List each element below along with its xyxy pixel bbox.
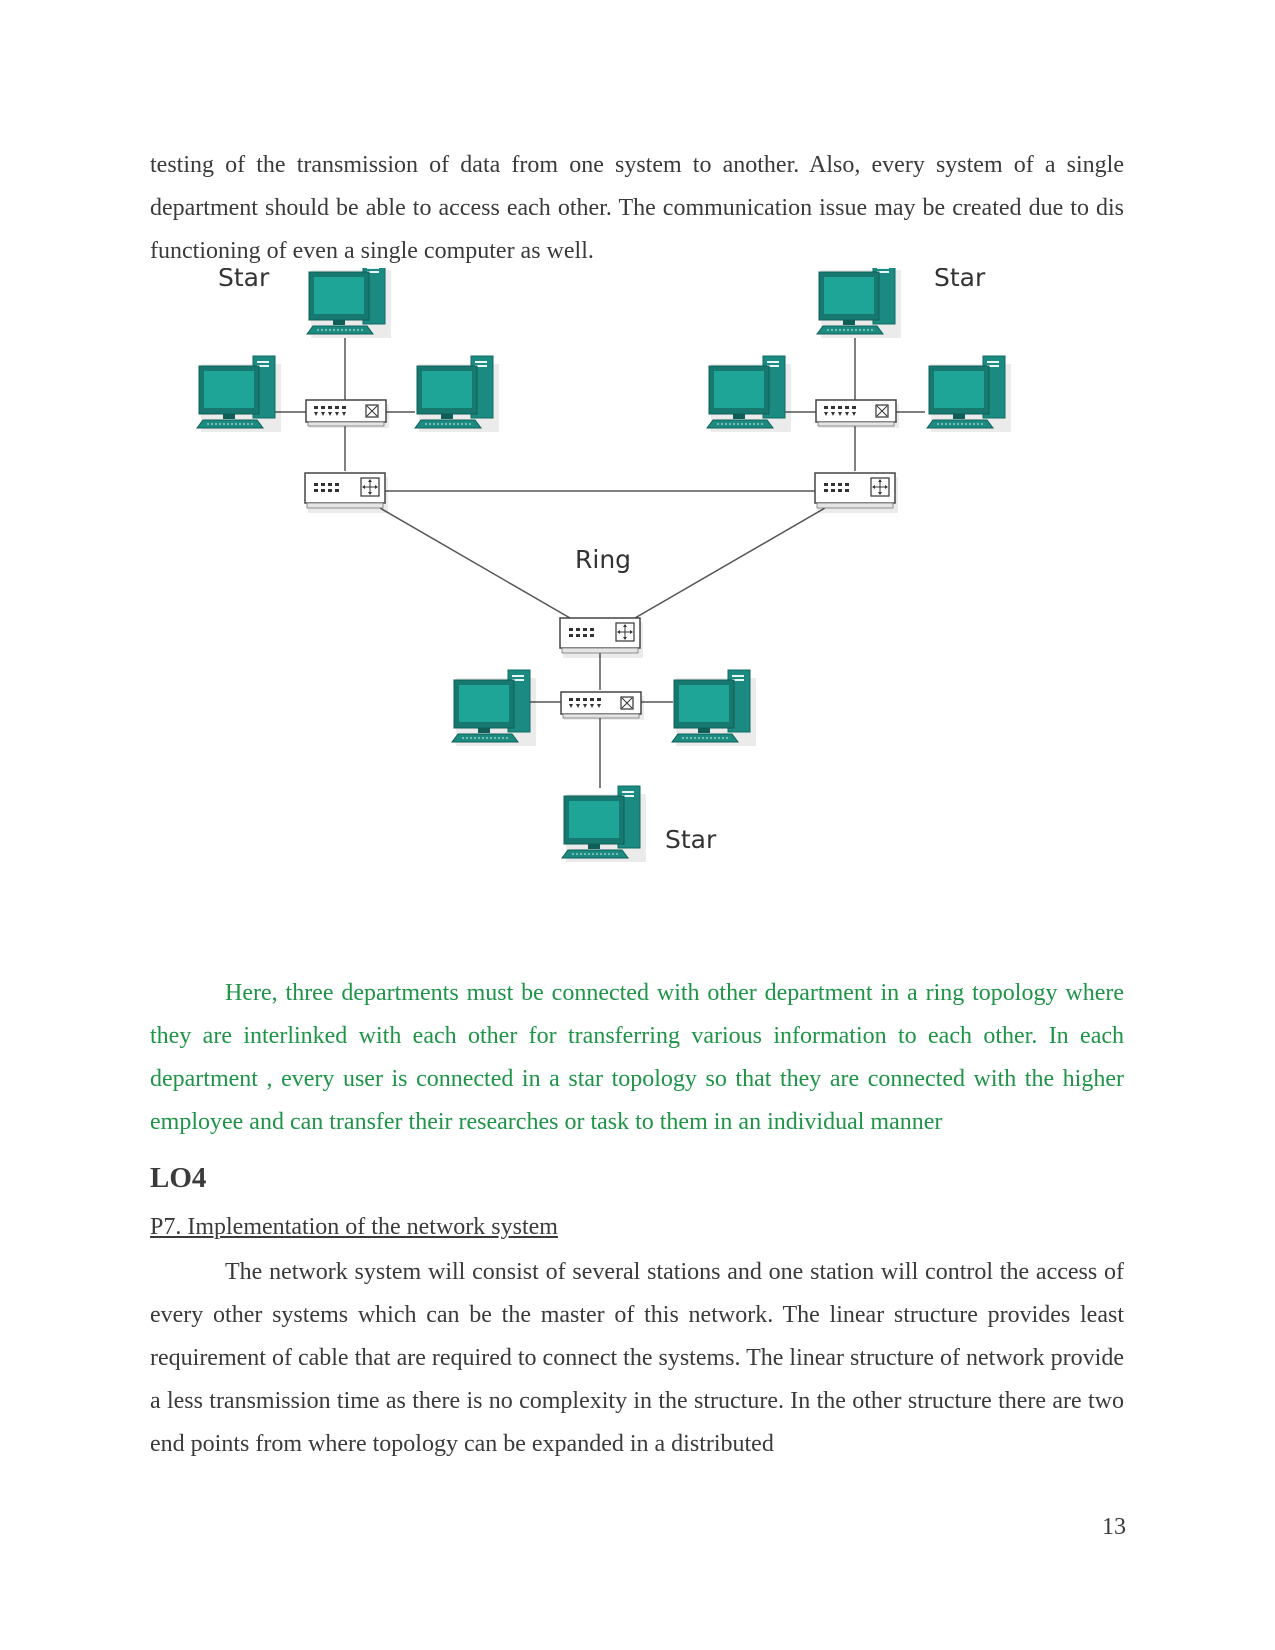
switch-icon (560, 691, 645, 721)
computer-icon (926, 355, 1012, 433)
computer-icon (706, 355, 792, 433)
computer-icon (414, 355, 500, 433)
label-star-right: Star (934, 268, 986, 292)
paragraph-green: Here, three departments must be connecte… (150, 980, 1124, 1135)
label-ring: Ring (575, 545, 631, 574)
label-star-bottom: Star (665, 825, 717, 854)
computer-icon (451, 669, 537, 747)
computer-icon (561, 785, 647, 863)
switch-icon (305, 399, 390, 429)
network-topology-diagram: Star Star Ring Star (195, 268, 1075, 918)
computer-icon (306, 268, 392, 339)
hub-icon (559, 617, 644, 659)
paragraph-top: testing of the transmission of data from… (150, 152, 1124, 264)
hub-icon (814, 472, 899, 514)
computer-icon (671, 669, 757, 747)
computer-icon (816, 268, 902, 339)
computer-icon (196, 355, 282, 433)
label-star-left: Star (218, 268, 270, 292)
page-number: 13 (1102, 1514, 1126, 1540)
paragraph-bottom: The network system will consist of sever… (150, 1259, 1124, 1457)
switch-icon (815, 399, 900, 429)
subheading: P7. Implementation of the network system (150, 1214, 558, 1240)
section-heading: LO4 (150, 1162, 207, 1194)
hub-icon (304, 472, 389, 514)
